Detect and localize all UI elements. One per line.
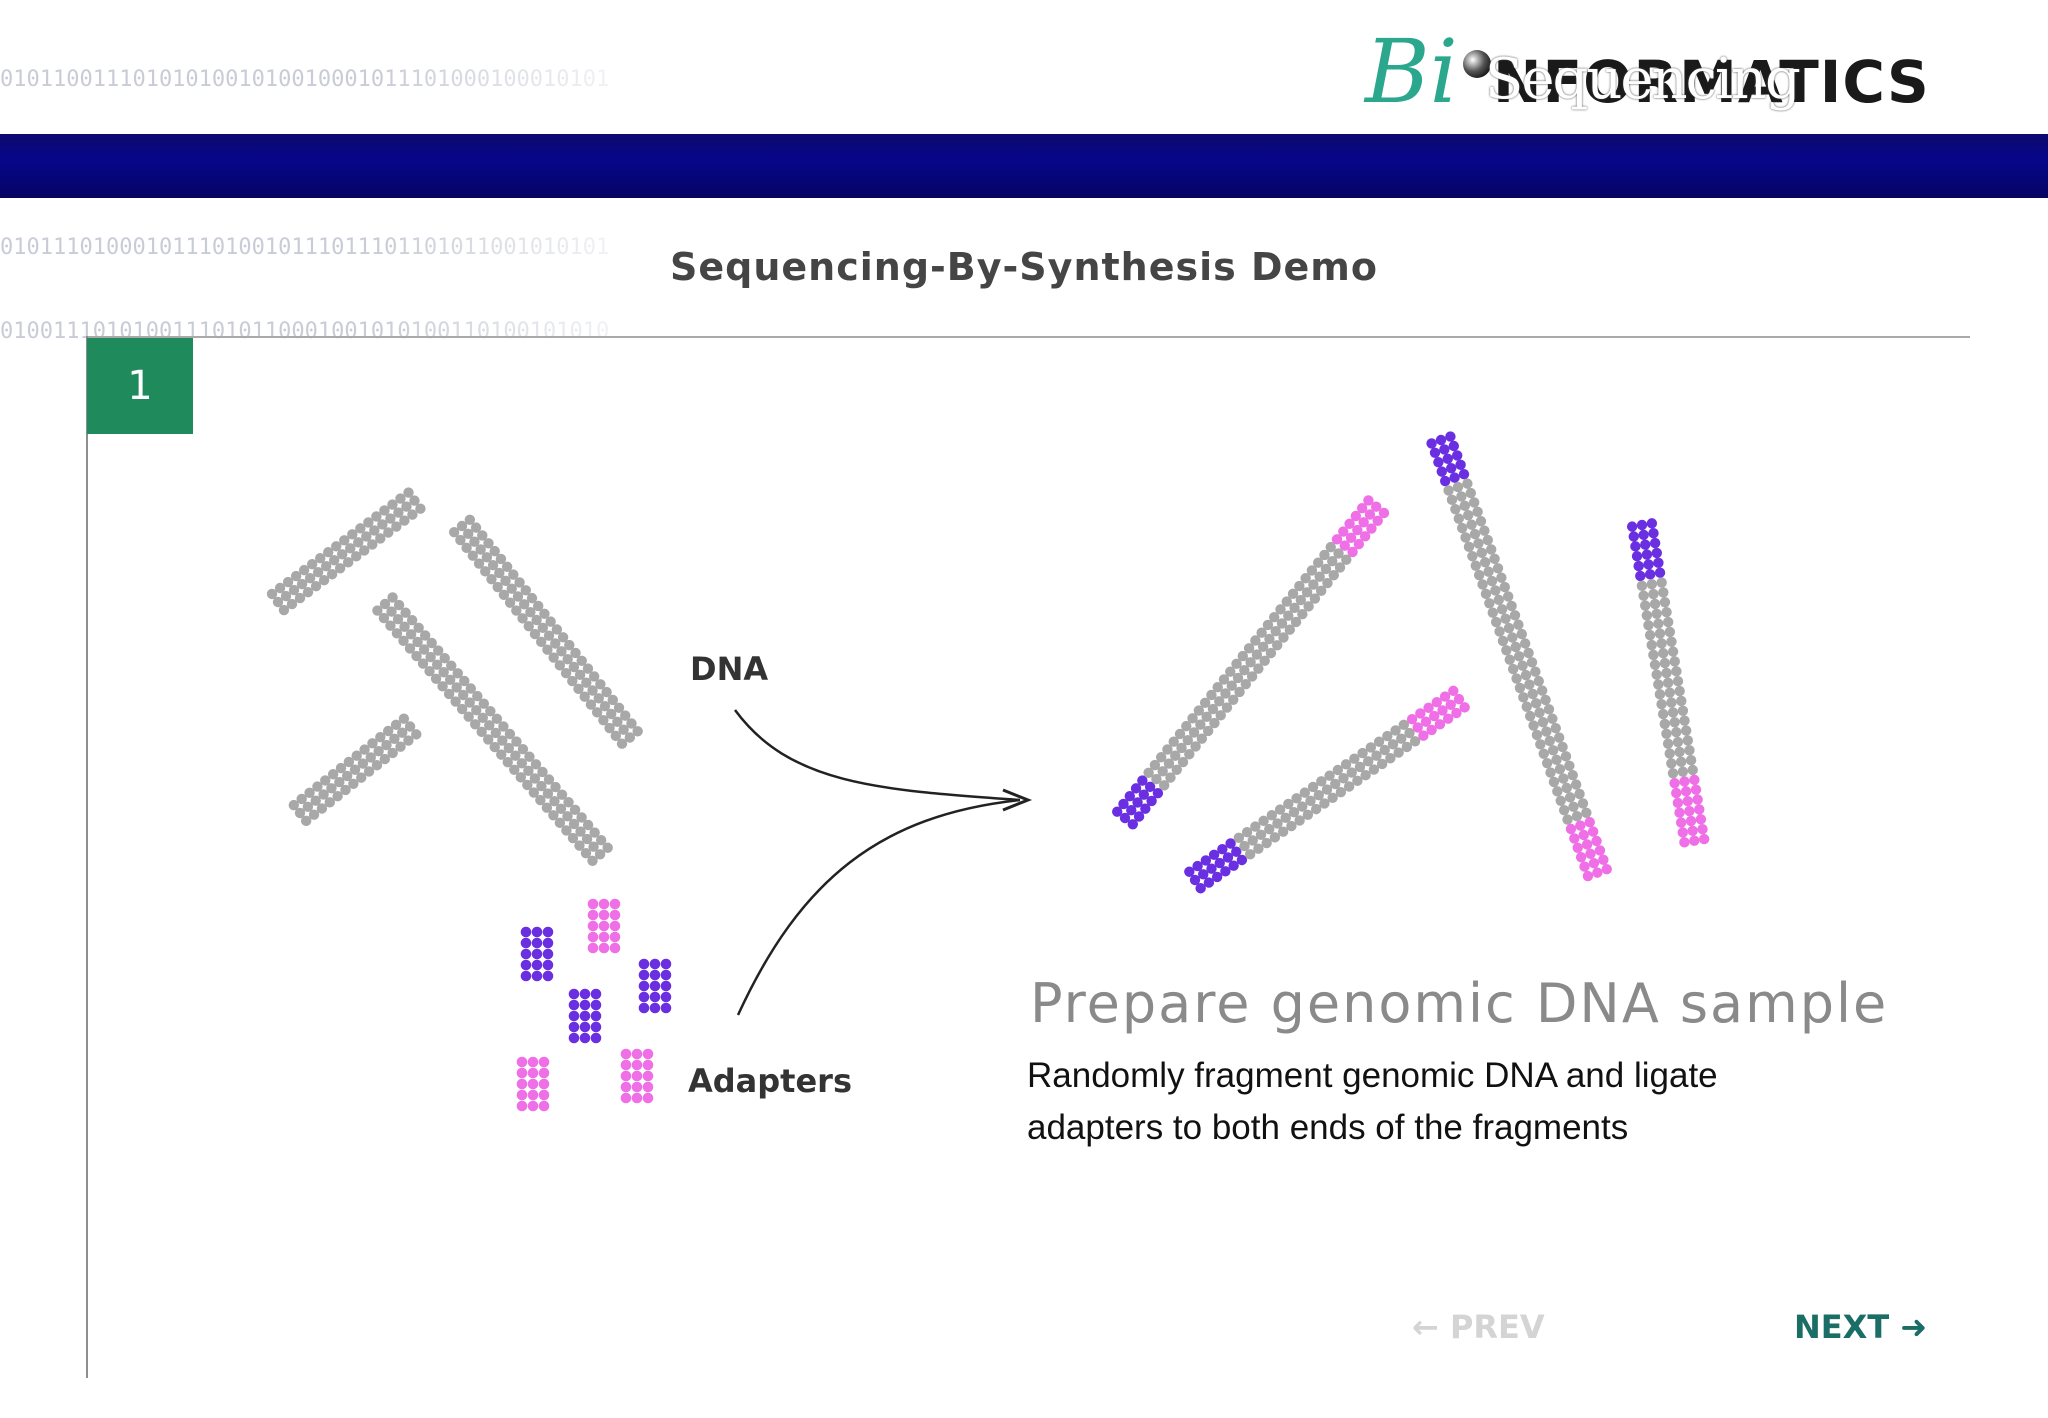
prev-button[interactable]: ← PREV: [1412, 1308, 1545, 1346]
dna-fragment: [266, 487, 426, 616]
ligated-fragment: [1184, 685, 1470, 894]
next-label: NEXT: [1794, 1308, 1890, 1346]
step-headline: Prepare genomic DNA sample: [1030, 972, 1889, 1035]
adapters-group: [516, 898, 672, 1112]
arrow-left-icon: ←: [1412, 1308, 1439, 1346]
dna-label: DNA: [690, 650, 769, 688]
panel-top-border: [86, 336, 1970, 338]
next-button[interactable]: NEXT ➜: [1794, 1308, 1927, 1346]
logo-prefix: Bi: [1365, 20, 1458, 123]
logo-word: NFORMATICS: [1493, 48, 1930, 116]
ligated-fragment: [1112, 495, 1390, 830]
adapter-block-pink: [587, 898, 621, 954]
adapter-block-purple: [638, 958, 672, 1014]
binary-line: 0101110100010111010010111011101101011001…: [0, 235, 610, 260]
arrow-dna-curve: [733, 709, 1021, 802]
bioinformatics-logo: Bi NFORMATICS Sequencing: [1365, 22, 2015, 122]
dna-fragments-group: [266, 487, 643, 866]
arrow-head-icon: [1002, 788, 1033, 812]
binary-line: 0101100111010101001010010001011101000100…: [0, 67, 610, 92]
description-line: adapters to both ends of the fragments: [1027, 1108, 1629, 1147]
dna-fragment: [448, 514, 643, 749]
header-band: [0, 134, 2048, 198]
step-description: Randomly fragment genomic DNA and ligate…: [1027, 1050, 1927, 1154]
adapters-label: Adapters: [688, 1062, 852, 1100]
adapter-block-pink: [620, 1048, 654, 1104]
logo-overlay-text: Sequencing: [1485, 47, 1801, 112]
prev-label: PREV: [1449, 1308, 1545, 1346]
adapter-block-pink: [516, 1056, 550, 1112]
arrow-adapters-curve: [736, 798, 1021, 1016]
dna-fragment: [288, 713, 422, 827]
ligated-fragments-group: [1112, 431, 1710, 894]
description-line: Randomly fragment genomic DNA and ligate: [1027, 1056, 1718, 1095]
adapter-block-purple: [568, 988, 602, 1044]
logo-dot-icon: [1463, 50, 1491, 78]
demo-title: Sequencing-By-Synthesis Demo: [670, 245, 1378, 289]
panel-left-border: [86, 336, 88, 1378]
ligated-fragment: [1426, 431, 1612, 882]
arrow-right-icon: ➜: [1900, 1308, 1928, 1346]
ligated-fragment: [1626, 518, 1710, 848]
step-number-badge: 1: [87, 338, 193, 434]
dna-fragment: [372, 592, 613, 866]
adapter-block-purple: [520, 926, 554, 982]
